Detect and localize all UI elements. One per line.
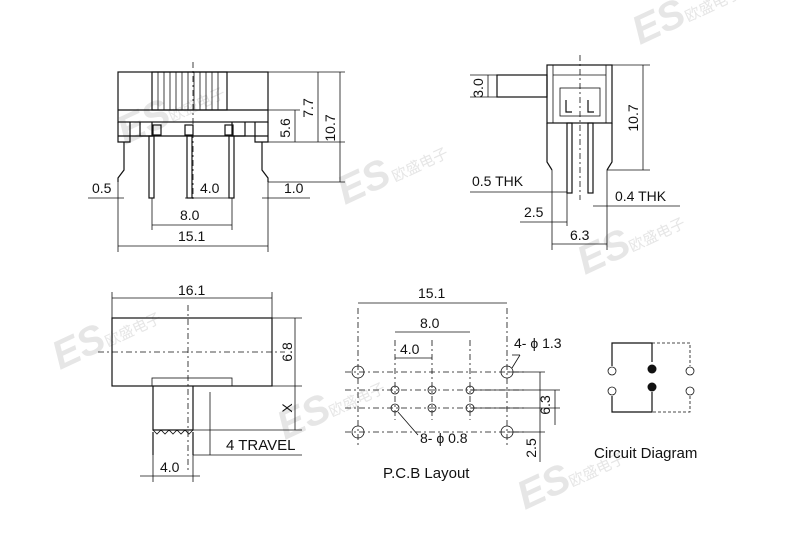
dim-5.6: 5.6 — [277, 118, 293, 138]
knob-ribs — [157, 72, 219, 110]
common-terminal — [647, 382, 657, 392]
watermark-logo: ES — [45, 316, 112, 379]
dim-1.0: 1.0 — [284, 180, 304, 196]
dim-15.1: 15.1 — [178, 228, 205, 244]
circuit-terminals — [607, 366, 695, 396]
watermark-text: 欧盛电子 — [326, 379, 388, 421]
watermarks: ES 欧盛电子 ES 欧盛电子 ES 欧盛电子 ES 欧盛电子 ES 欧盛电子 … — [45, 0, 744, 518]
watermark-text: 欧盛电子 — [389, 144, 451, 186]
dim-4.0: 4.0 — [200, 180, 220, 196]
dim-8.0-pcb: 8.0 — [420, 315, 440, 331]
circuit-diagram: Circuit Diagram — [594, 342, 697, 462]
large-holes — [351, 365, 514, 439]
dim-4.0-knob: 4.0 — [160, 459, 180, 475]
holes-large-label: 4- ϕ 1.3 — [514, 335, 562, 351]
dim-16.1: 16.1 — [178, 282, 205, 298]
dim-0.5-thk: 0.5 THK — [472, 173, 524, 189]
watermark-text: 欧盛电子 — [102, 309, 164, 351]
watermark-logo: ES — [510, 456, 577, 519]
horizontal-dim-lines — [88, 182, 310, 252]
dim-0.5: 0.5 — [92, 180, 112, 196]
dim-15.1-pcb: 15.1 — [418, 285, 445, 301]
pcb-layout: 15.1 8.0 4.0 4- ϕ 1.3 8- ϕ 0.8 6.3 2.5 P… — [345, 285, 562, 482]
top-knob — [152, 386, 194, 431]
dim-8.0: 8.0 — [180, 207, 200, 223]
side-body — [546, 64, 613, 124]
dim-7.7: 7.7 — [300, 98, 316, 118]
vertical-dim-lines — [268, 71, 345, 183]
dim-2.5-side: 2.5 — [524, 204, 544, 220]
mounting-legs — [117, 142, 269, 182]
dim-0.4-thk: 0.4 THK — [615, 188, 667, 204]
dim-6.3-pcb: 6.3 — [537, 395, 553, 415]
pcb-title: P.C.B Layout — [383, 465, 470, 482]
side-view: 3.0 10.7 0.5 THK 0.4 THK 2.5 6.3 — [470, 55, 680, 250]
watermark-text: 欧盛电子 — [626, 214, 688, 256]
dim-10.7-side: 10.7 — [625, 104, 641, 131]
dim-4-travel: 4 TRAVEL — [226, 437, 295, 454]
dim-4.0-pcb: 4.0 — [400, 341, 420, 357]
small-holes — [390, 385, 475, 413]
dim-10.7: 10.7 — [322, 114, 338, 141]
dim-6.8: 6.8 — [279, 342, 295, 362]
dim-2.5-pcb: 2.5 — [523, 438, 539, 458]
watermark-logo: ES — [625, 0, 692, 53]
common-terminal — [647, 364, 657, 374]
watermark-text: 欧盛电子 — [682, 0, 744, 26]
dim-x: X — [279, 403, 295, 413]
circuit-title: Circuit Diagram — [594, 445, 697, 462]
dim-6.3-side: 6.3 — [570, 227, 590, 243]
top-view: 16.1 6.8 X 4 TRAVEL 4.0 — [98, 282, 302, 482]
watermark-text: 欧盛电子 — [166, 84, 228, 126]
dim-3.0: 3.0 — [470, 78, 486, 98]
holes-small-label: 8- ϕ 0.8 — [420, 430, 468, 446]
front-view: 5.6 7.7 10.7 0.5 4.0 1.0 8.0 15.1 — [88, 62, 345, 252]
actuator — [496, 74, 548, 98]
